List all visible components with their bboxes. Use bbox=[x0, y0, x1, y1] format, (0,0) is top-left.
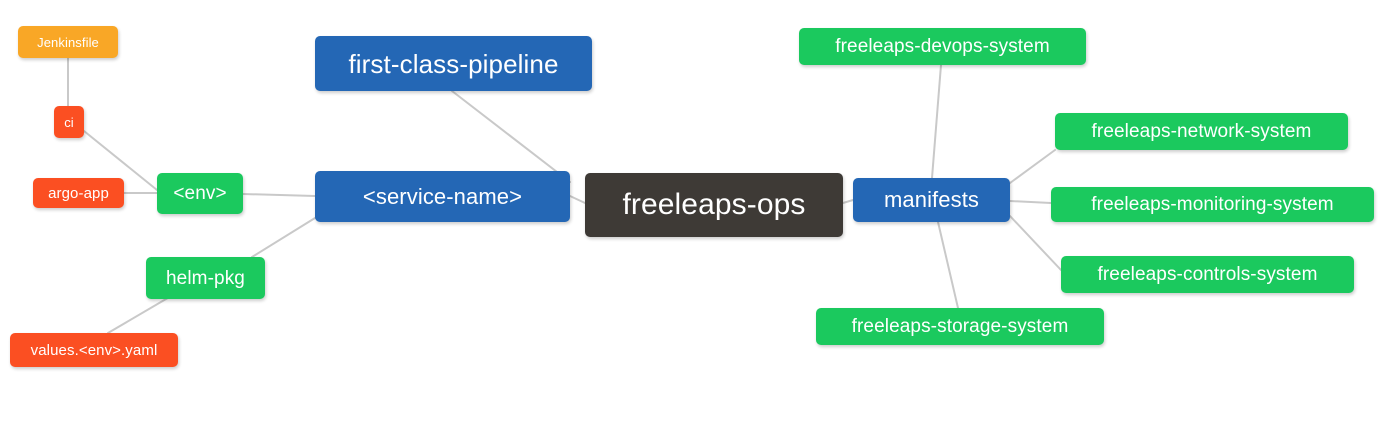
node-pipeline[interactable]: first-class-pipeline bbox=[315, 36, 592, 91]
node-label-devops: freeleaps-devops-system bbox=[835, 36, 1050, 57]
node-argo-app[interactable]: argo-app bbox=[33, 178, 124, 208]
node-label-network: freeleaps-network-system bbox=[1091, 121, 1312, 142]
node-label-pipeline: first-class-pipeline bbox=[348, 48, 559, 79]
node-ci[interactable]: ci bbox=[54, 106, 84, 138]
node-label-controls: freeleaps-controls-system bbox=[1097, 264, 1318, 285]
edge-root-to-manifests bbox=[842, 199, 854, 204]
edge-root-to-service-name bbox=[569, 195, 586, 204]
node-label-manifests: manifests bbox=[883, 187, 980, 212]
node-helm-pkg[interactable]: helm-pkg bbox=[146, 257, 265, 299]
node-manifests[interactable]: manifests bbox=[853, 178, 1010, 222]
node-label-service-name: <service-name> bbox=[362, 183, 523, 209]
node-controls[interactable]: freeleaps-controls-system bbox=[1061, 256, 1354, 293]
node-jenkinsfile[interactable]: Jenkinsfile bbox=[18, 26, 118, 58]
node-monitoring[interactable]: freeleaps-monitoring-system bbox=[1051, 187, 1374, 222]
edge-manifests-to-storage bbox=[937, 221, 959, 309]
node-label-values-yaml: values.<env>.yaml bbox=[30, 341, 158, 359]
node-label-monitoring: freeleaps-monitoring-system bbox=[1091, 194, 1334, 215]
node-root[interactable]: freeleaps-ops bbox=[585, 173, 843, 237]
node-label-env: <env> bbox=[173, 183, 227, 204]
node-label-root: freeleaps-ops bbox=[622, 188, 806, 221]
node-devops[interactable]: freeleaps-devops-system bbox=[799, 28, 1086, 65]
node-service-name[interactable]: <service-name> bbox=[315, 171, 570, 222]
edge-manifests-to-monitoring bbox=[1009, 200, 1052, 204]
node-label-jenkinsfile: Jenkinsfile bbox=[37, 34, 99, 50]
edge-manifests-to-devops bbox=[931, 64, 942, 179]
edge-service-name-to-env bbox=[242, 193, 316, 197]
edge-service-name-to-pipeline bbox=[451, 90, 571, 183]
node-label-storage: freeleaps-storage-system bbox=[851, 316, 1069, 337]
node-label-helm-pkg: helm-pkg bbox=[166, 267, 245, 289]
edge-manifests-to-controls bbox=[1009, 215, 1062, 271]
node-label-ci: ci bbox=[64, 114, 74, 130]
node-values-yaml[interactable]: values.<env>.yaml bbox=[10, 333, 178, 367]
node-storage[interactable]: freeleaps-storage-system bbox=[816, 308, 1104, 345]
node-env[interactable]: <env> bbox=[157, 173, 243, 214]
edge-manifests-to-network bbox=[1009, 149, 1056, 184]
node-label-argo-app: argo-app bbox=[48, 184, 109, 202]
node-network[interactable]: freeleaps-network-system bbox=[1055, 113, 1348, 150]
edge-service-name-to-helm-pkg bbox=[251, 217, 316, 258]
